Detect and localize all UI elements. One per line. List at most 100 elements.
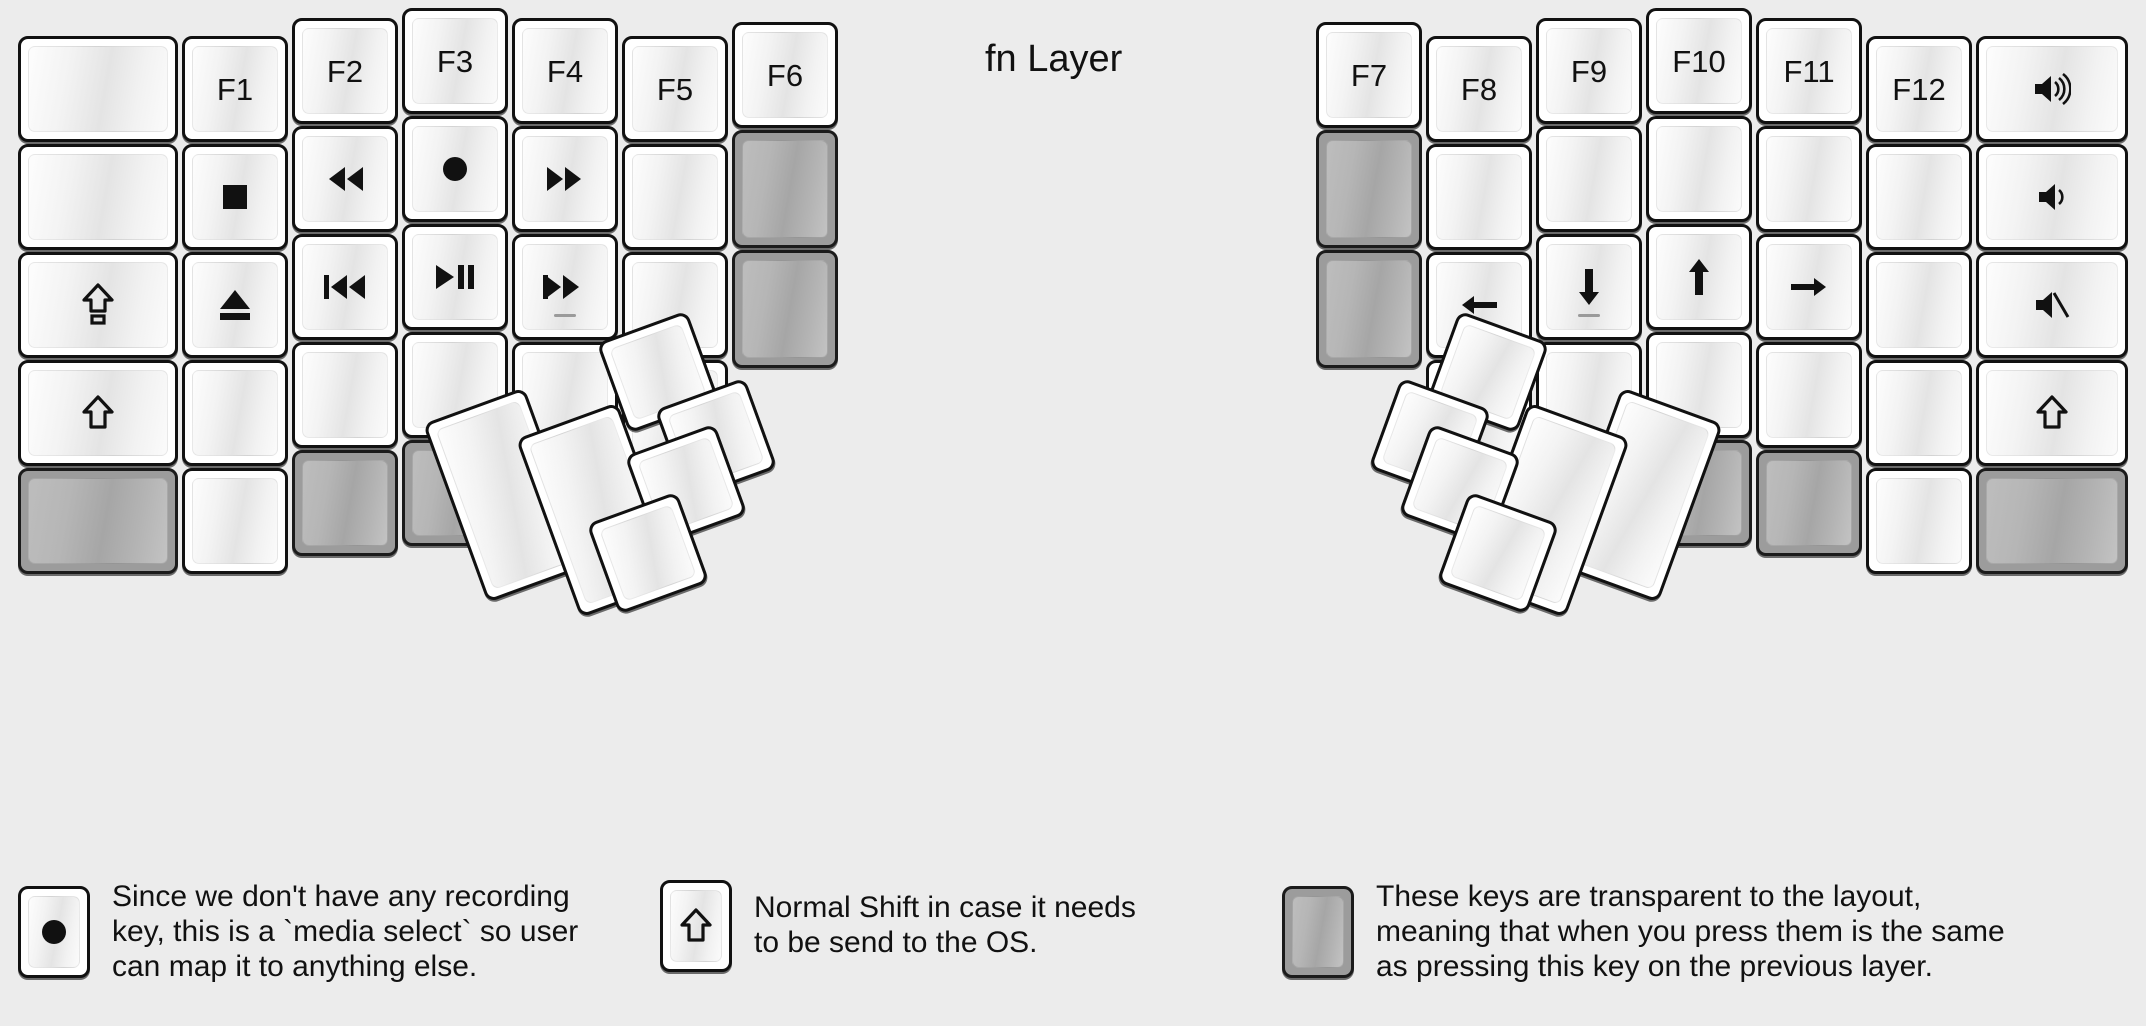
keycap-face [28,154,168,240]
key-legend-text: F3 [436,43,474,79]
key-r1-0-f8[interactable]: F8 [1426,36,1532,142]
key-r4-0-f11[interactable]: F11 [1756,18,1862,124]
keycap-face [522,136,608,222]
key-r5-1-blank[interactable] [1866,144,1972,250]
key-r3-2-arrow-up[interactable] [1646,224,1752,330]
arrow-up-icon [1685,257,1713,297]
keycap-face [302,244,388,330]
keycap-face [1766,244,1852,330]
keycap-face [522,244,608,330]
key-l2-3-blank[interactable] [292,342,398,448]
keycap-face [1292,896,1344,969]
key-r6-1-volume-down[interactable] [1976,144,2128,250]
key-l1-2-eject[interactable] [182,252,288,358]
volume-mute-icon [2034,289,2070,321]
keycap-face: F12 [1876,46,1962,132]
fast-forward-icon [545,165,585,193]
keycap-face [28,46,168,132]
key-l1-4-blank[interactable] [182,468,288,574]
key-r6-0-volume-up[interactable] [1976,36,2128,142]
key-legend-text: F6 [766,57,804,93]
shift-arrow-icon [2036,395,2068,431]
keycap-face: F5 [632,46,718,132]
key-l3-2-play-pause[interactable] [402,224,508,330]
keycap-face [28,896,80,969]
key-r6-2-volume-mute[interactable] [1976,252,2128,358]
key-r6-3-shift-arrow[interactable] [1976,360,2128,466]
key-l2-4-transparent[interactable] [292,450,398,556]
key-legend-text: F9 [1570,53,1608,89]
key-r0-0-f7[interactable]: F7 [1316,22,1422,128]
key-r5-3-blank[interactable] [1866,360,1972,466]
key-l1-0-f1[interactable]: F1 [182,36,288,142]
key-r2-0-f9[interactable]: F9 [1536,18,1642,124]
key-l4-1-fast-forward[interactable] [512,126,618,232]
key-r6-4-transparent[interactable] [1976,468,2128,574]
key-r4-4-transparent[interactable] [1756,450,1862,556]
keycap-face [742,260,828,358]
keycap-face [1326,140,1412,238]
key-r4-2-arrow-right[interactable] [1756,234,1862,340]
key-l4-0-f4[interactable]: F4 [512,18,618,124]
keycap-face [192,370,278,456]
keycap-face [1986,46,2118,132]
key-legend-text: F11 [1783,53,1835,89]
record-icon [38,916,70,948]
key-note1-shift-arrow[interactable] [660,880,732,972]
key-l2-1-rewind[interactable] [292,126,398,232]
keycap-face [1876,370,1962,456]
key-legend-text: F10 [1672,43,1726,79]
keycap-face [599,504,697,602]
key-l6-0-f6[interactable]: F6 [732,22,838,128]
key-r5-2-blank[interactable] [1866,252,1972,358]
key-l2-0-f2[interactable]: F2 [292,18,398,124]
keycap-face [28,370,168,456]
keycap-face [1436,154,1522,240]
key-l0-3-shift-arrow[interactable] [18,360,178,466]
key-l1-1-stop[interactable] [182,144,288,250]
key-r1-1-blank[interactable] [1426,144,1532,250]
key-l0-0-blank[interactable] [18,36,178,142]
key-l4-2-next-track[interactable] [512,234,618,340]
key-l1-3-blank[interactable] [182,360,288,466]
key-r0-2-transparent[interactable] [1316,250,1422,368]
key-r2-1-blank[interactable] [1536,126,1642,232]
keycap-face [192,262,278,348]
key-note2-transparent[interactable] [1282,886,1354,979]
rewind-icon [325,165,365,193]
key-l0-4-transparent[interactable] [18,468,178,574]
key-r0-1-transparent[interactable] [1316,130,1422,248]
key-note0-record[interactable] [18,886,90,979]
key-l5-1-blank[interactable] [622,144,728,250]
stop-icon [219,181,251,213]
arrow-left-icon [1459,291,1499,319]
keycap-face [302,136,388,222]
key-l6-1-transparent[interactable] [732,130,838,248]
key-r5-0-f12[interactable]: F12 [1866,36,1972,142]
key-r4-1-blank[interactable] [1756,126,1862,232]
keycap-face [1546,244,1632,330]
keycap-face [1986,262,2118,348]
keycap-face: F4 [522,28,608,114]
key-l0-1-blank[interactable] [18,144,178,250]
keycap-face [1876,154,1962,240]
key-l6-2-transparent[interactable] [732,250,838,368]
key-legend-text: F12 [1892,71,1946,107]
key-r2-2-arrow-down[interactable] [1536,234,1642,340]
key-r5-4-blank[interactable] [1866,468,1972,574]
key-l5-0-f5[interactable]: F5 [622,36,728,142]
key-r3-0-f10[interactable]: F10 [1646,8,1752,114]
play-pause-icon [434,263,476,291]
legend-note-1: Since we don't have any recording key, t… [18,880,578,984]
keycap-face [670,890,722,962]
arrow-down-icon [1575,267,1603,307]
key-r3-1-blank[interactable] [1646,116,1752,222]
key-l3-0-f3[interactable]: F3 [402,8,508,114]
key-l2-2-prev-track[interactable] [292,234,398,340]
key-l3-1-record[interactable] [402,116,508,222]
key-l0-2-caps-lock-arrow[interactable] [18,252,178,358]
caps-lock-arrow-icon [82,283,114,327]
keycap-face [1656,126,1742,212]
key-r4-3-blank[interactable] [1756,342,1862,448]
homing-bar [554,314,576,317]
